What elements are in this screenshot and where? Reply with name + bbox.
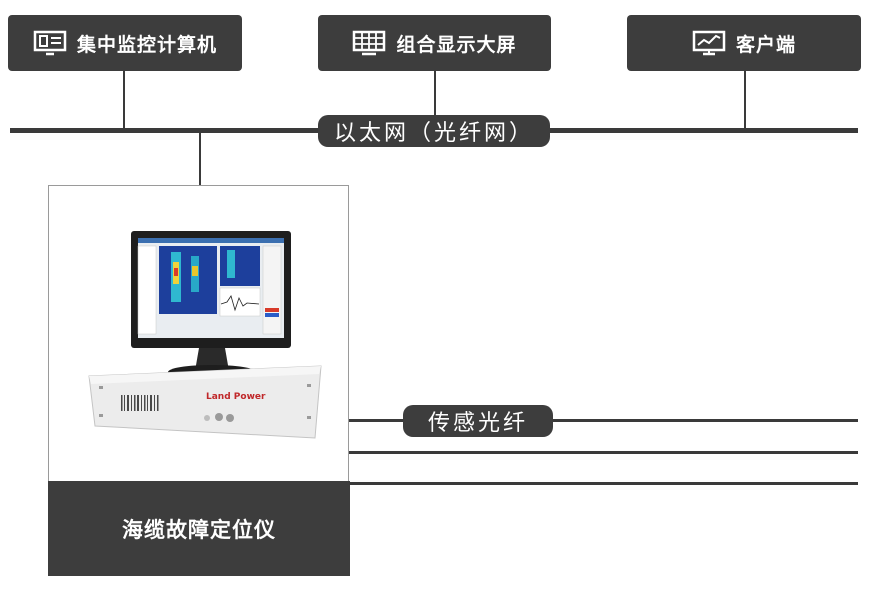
node-client: 客户端 — [627, 15, 861, 71]
ethernet-label: 以太网（光纤网） — [318, 115, 550, 147]
device-label: 海缆故障定位仪 — [48, 481, 350, 576]
node-label: 组合显示大屏 — [396, 33, 517, 56]
node-label: 集中监控计算机 — [76, 33, 217, 56]
connector-display — [434, 71, 436, 131]
device-brand: Land Power — [206, 392, 266, 402]
monitor-computer-icon — [33, 30, 67, 56]
node-display-wall: 组合显示大屏 — [318, 15, 551, 71]
sensing-fiber-label-text: 传感光纤 — [427, 411, 528, 436]
node-monitor-computer: 集中监控计算机 — [8, 15, 242, 71]
ethernet-label-text: 以太网（光纤网） — [333, 121, 534, 146]
connector-device — [199, 131, 201, 186]
client-monitor-icon — [692, 30, 726, 56]
display-wall-icon — [353, 30, 386, 56]
node-label: 客户端 — [735, 33, 796, 56]
sensing-fiber-label: 传感光纤 — [403, 405, 553, 437]
connector-client — [744, 71, 746, 131]
device-illustration: Land Power — [88, 231, 322, 439]
sensing-fiber-3 — [349, 482, 858, 485]
connector-monitor — [123, 71, 125, 131]
sensing-fiber-2 — [349, 451, 858, 454]
sensing-fiber-1 — [349, 419, 858, 422]
device-label-text: 海缆故障定位仪 — [122, 517, 276, 542]
